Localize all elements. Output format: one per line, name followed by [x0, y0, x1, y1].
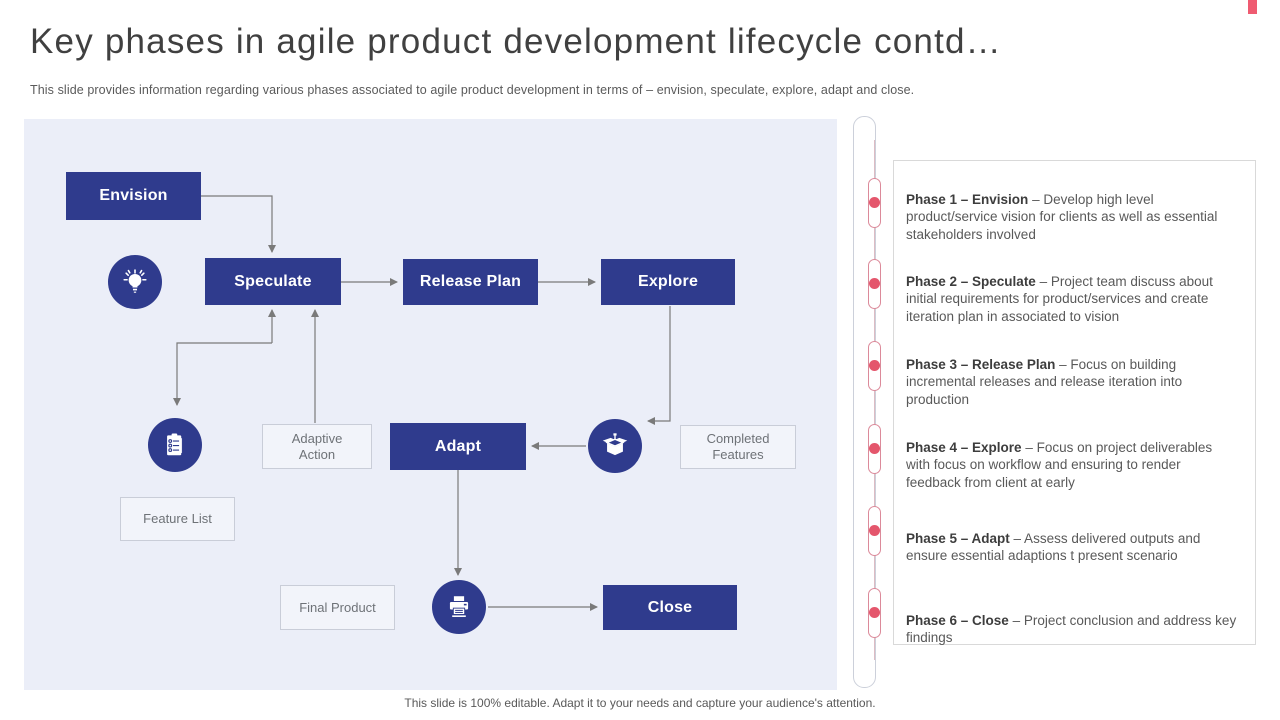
phase-item-5: Phase 5 – Adapt – Assess delivered outpu…	[906, 530, 1237, 565]
phase-item-6: Phase 6 – Close – Project conclusion and…	[906, 612, 1237, 647]
phase-heading: Phase 3 – Release Plan	[906, 356, 1056, 372]
label-text: Adaptive Action	[291, 430, 343, 462]
phase-heading: Phase 6 – Close	[906, 612, 1009, 628]
phase-item-3: Phase 3 – Release Plan – Focus on buildi…	[906, 356, 1237, 409]
phase-body: – Project team discuss about initial req…	[906, 273, 1213, 324]
clipboard-checklist-icon	[148, 418, 202, 472]
printer-icon	[432, 580, 486, 634]
flow-box-envision: Envision	[66, 172, 201, 220]
flow-box-speculate: Speculate	[205, 258, 341, 305]
footer-note: This slide is 100% editable. Adapt it to…	[404, 696, 876, 710]
phase-item-2: Phase 2 – Speculate – Project team discu…	[906, 273, 1237, 326]
corner-accent-bar	[1248, 0, 1257, 14]
label-text: Final Product	[299, 599, 376, 615]
flowchart-canvas: Envision Speculate Release Plan Explore …	[24, 119, 837, 690]
arrow-envision-to-speculate	[201, 195, 276, 253]
timeline-dot-1	[869, 197, 880, 208]
timeline-track-line	[874, 140, 875, 660]
flow-box-label: Envision	[99, 187, 168, 204]
page-subtitle: This slide provides information regardin…	[30, 83, 915, 97]
timeline-dot-3	[869, 360, 880, 371]
phase-body: – Focus on project deliverables with foc…	[906, 439, 1213, 490]
phase-body: – Assess delivered outputs and ensure es…	[906, 530, 1201, 564]
flow-box-adapt: Adapt	[390, 423, 526, 470]
flow-box-label: Explore	[637, 273, 699, 290]
timeline-dot-6	[869, 607, 880, 618]
label-text: Completed Features	[706, 431, 770, 462]
flow-box-close: Close	[603, 585, 737, 630]
label-feature-list: Feature List	[120, 497, 235, 541]
timeline-dot-5	[869, 525, 880, 536]
timeline-dot-4	[869, 443, 880, 454]
flow-box-label: Adapt	[434, 437, 482, 455]
page-title: Key phases in agile product development …	[30, 22, 1002, 61]
phase-item-4: Phase 4 – Explore – Focus on project del…	[906, 439, 1237, 492]
label-text: Feature List	[143, 511, 212, 526]
flow-box-label: Speculate	[234, 272, 312, 290]
phase-description-panel: Phase 1 – Envision – Develop high level …	[893, 160, 1256, 645]
phase-heading: Phase 2 – Speculate	[906, 273, 1036, 289]
label-completed-features: Completed Features	[680, 425, 796, 469]
flow-box-release-plan: Release Plan	[403, 259, 538, 305]
flow-box-label: Close	[647, 598, 693, 616]
flow-box-label: Release Plan	[419, 273, 522, 290]
open-box-icon	[588, 419, 642, 473]
timeline-dot-2	[869, 278, 880, 289]
phase-body: – Project conclusion and address key fin…	[906, 612, 1237, 646]
phase-body: – Develop high level product/service vis…	[906, 191, 1218, 242]
flow-arrows	[173, 195, 671, 611]
phase-heading: Phase 5 – Adapt	[906, 530, 1010, 546]
phase-heading: Phase 1 – Envision	[906, 191, 1029, 207]
label-adaptive-action: Adaptive Action	[262, 424, 372, 469]
phase-item-1: Phase 1 – Envision – Develop high level …	[906, 191, 1237, 244]
flow-box-explore: Explore	[601, 259, 735, 305]
lightbulb-icon	[108, 255, 162, 309]
phase-heading: Phase 4 – Explore	[906, 439, 1022, 455]
label-final-product: Final Product	[280, 585, 395, 630]
phase-body: – Focus on building incremental releases…	[906, 356, 1183, 407]
arrow-explore-to-completed	[647, 306, 671, 425]
arrow-elbow-down-feature-list	[173, 342, 272, 406]
